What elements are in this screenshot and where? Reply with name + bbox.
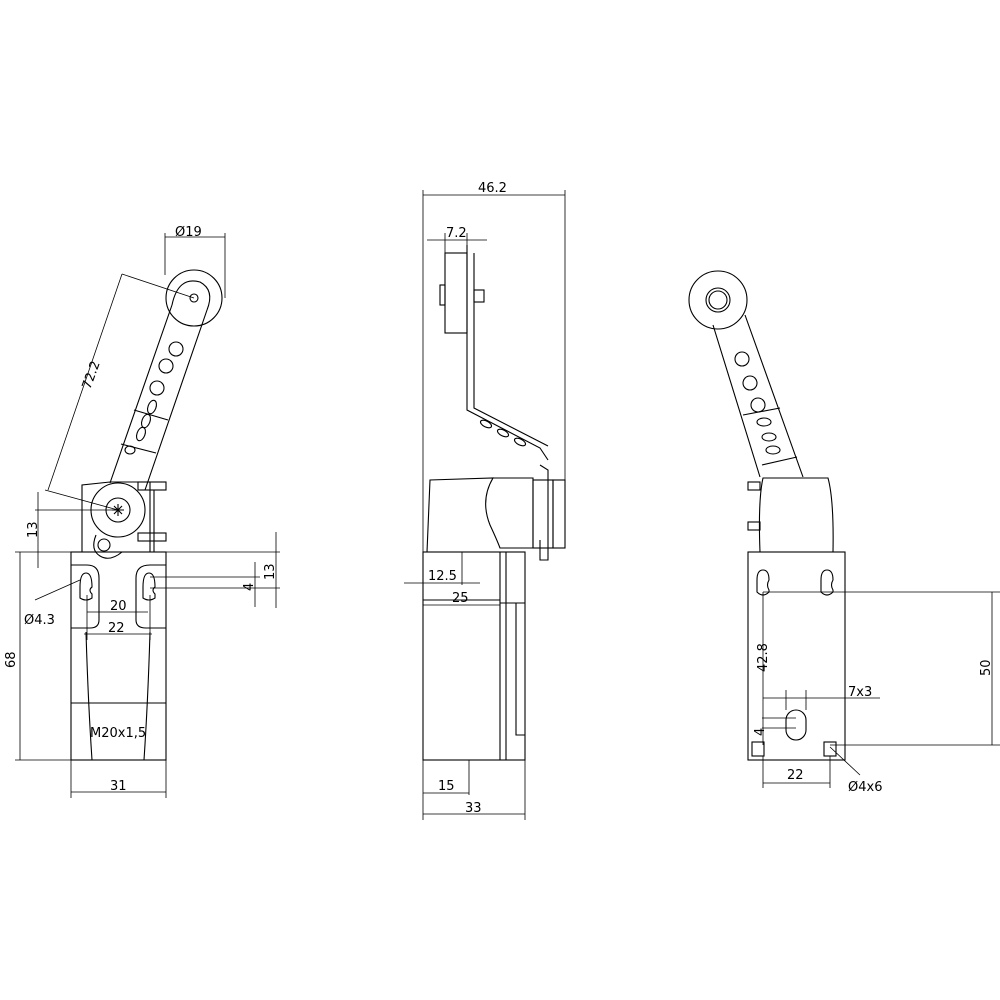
dim-height: 68 bbox=[4, 651, 19, 668]
switch-body-side bbox=[422, 551, 526, 761]
slot bbox=[785, 709, 807, 741]
roller-rear bbox=[688, 270, 748, 330]
thread-label: M20x1,5 bbox=[90, 726, 146, 741]
dim-arm-length: 72.2 bbox=[80, 359, 104, 391]
dim-lower-offset: 15 bbox=[438, 779, 455, 794]
dim-hole-slot: 4 bbox=[242, 583, 257, 591]
mounting-hole-right bbox=[142, 572, 156, 601]
dim-roller-diameter: Ø19 bbox=[175, 225, 202, 240]
mounting-hole-left bbox=[79, 572, 93, 601]
lever-arm-rear bbox=[712, 314, 804, 478]
dim-upper-depth: 25 bbox=[452, 591, 469, 606]
dim-slot-size: 7x3 bbox=[848, 685, 872, 700]
dim-roller-width: 7.2 bbox=[446, 226, 467, 241]
dim-overall-width: 46.2 bbox=[478, 181, 507, 196]
dim-width: 31 bbox=[110, 779, 127, 794]
side-view: 46.2 7.2 12.5 25 15 33 bbox=[404, 181, 566, 820]
dim-corner-hole: Ø4x6 bbox=[848, 780, 882, 795]
roller bbox=[165, 269, 223, 327]
dim-hole-spacing-outer: 22 bbox=[108, 621, 125, 636]
dim-hole-distance: 50 bbox=[979, 659, 994, 676]
dim-hole-spacing-inner: 20 bbox=[110, 599, 127, 614]
front-view: Ø19 72.2 13 68 Ø4.3 20 22 4 13 M20x1,5 3… bbox=[4, 225, 280, 798]
dim-half-depth: 12.5 bbox=[428, 569, 457, 584]
rear-view: 50 42.8 7x3 4 22 Ø4x6 bbox=[688, 270, 1000, 795]
dim-depth: 33 bbox=[465, 801, 482, 816]
dim-slot-width: 4 bbox=[753, 728, 768, 736]
dim-hole-offset: 13 bbox=[263, 563, 278, 580]
dim-pivot-height: 13 bbox=[26, 521, 41, 538]
switch-body-rear bbox=[747, 551, 846, 761]
lever-arm bbox=[109, 304, 208, 491]
dim-slot-height: 42.8 bbox=[756, 643, 771, 672]
dim-hole-diameter: Ø4.3 bbox=[24, 613, 55, 628]
roller-side bbox=[444, 252, 468, 334]
dim-hole-spacing: 22 bbox=[787, 768, 804, 783]
